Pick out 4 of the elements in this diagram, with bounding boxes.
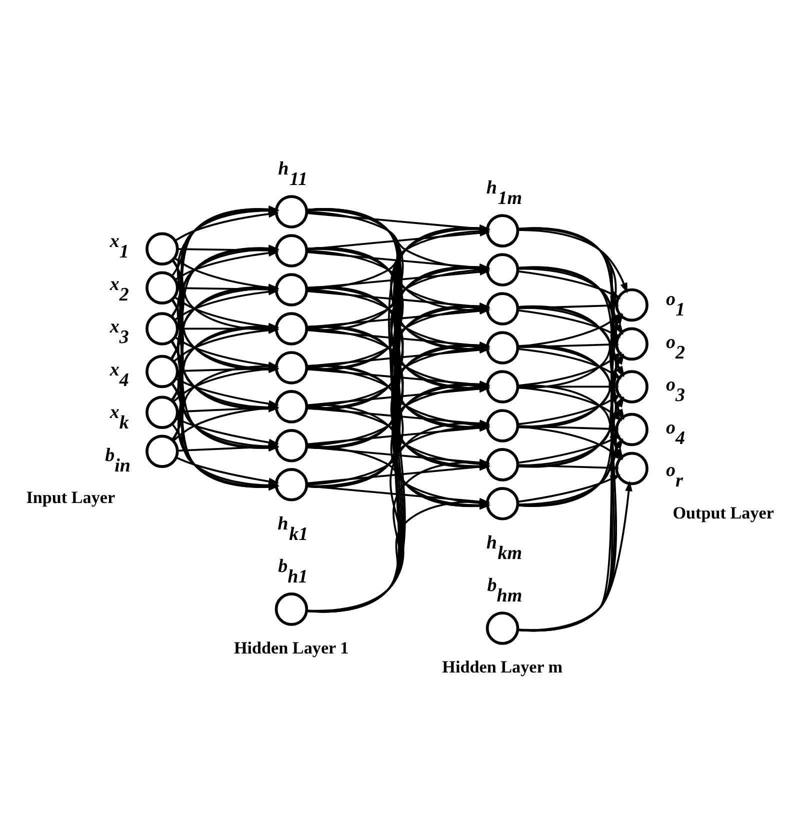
label: Input Layer (26, 488, 116, 508)
label: Hidden Layer 1 (234, 638, 349, 658)
label: Output Layer (672, 503, 774, 522)
label: Hidden Layer m (442, 657, 563, 676)
